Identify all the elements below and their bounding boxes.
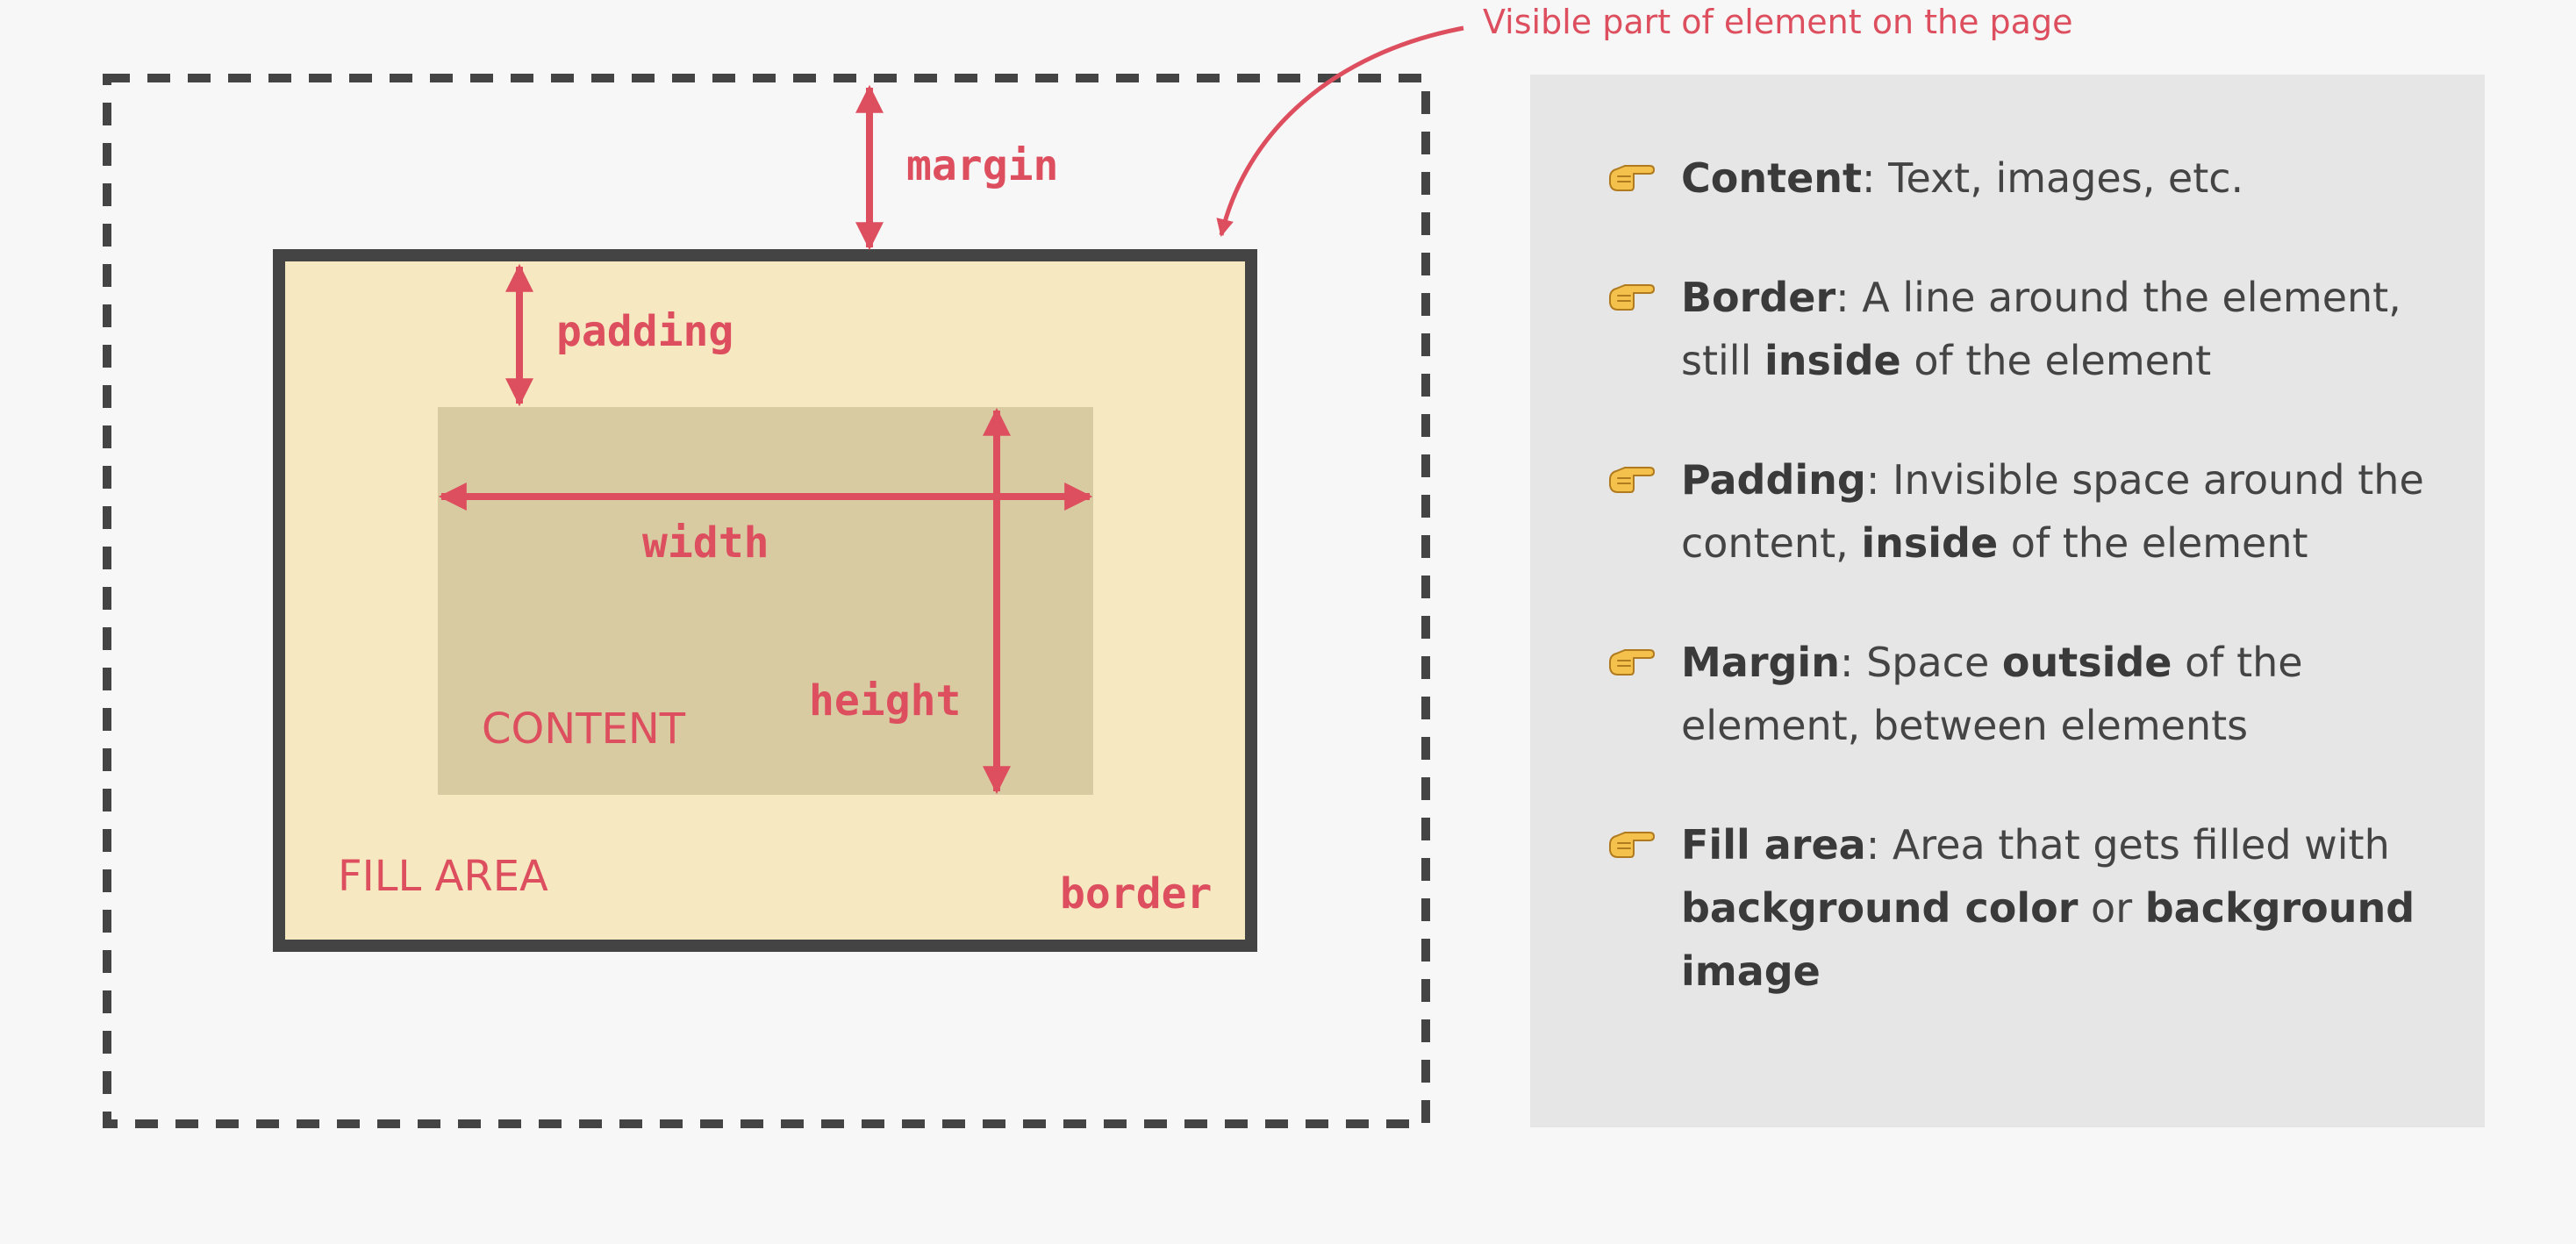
legend-description: of the element (1998, 519, 2308, 567)
callout-label: Visible part of element on the page (1483, 3, 2072, 41)
legend-item: Margin: Space outside of the element, be… (1607, 639, 2450, 757)
legend-text: Fill area: Area that gets filled with ba… (1681, 813, 2450, 1003)
legend-term: Padding (1681, 456, 1866, 504)
legend-item: Border: A line around the element, still… (1607, 274, 2450, 392)
legend-description: or (2078, 884, 2145, 932)
legend-term: outside (2001, 639, 2172, 686)
legend-text: Border: A line around the element, still… (1681, 266, 2450, 392)
legend-description: of the element, between elements (1681, 639, 2303, 749)
legend-term: background image (1681, 884, 2415, 995)
backhand-index-pointing-right-icon (1609, 284, 1655, 311)
legend-term: background color (1681, 884, 2079, 932)
backhand-index-pointing-right-icon (1609, 832, 1655, 858)
fill-area-label: FILL AREA (338, 852, 548, 901)
legend-item: Fill area: Area that gets filled with ba… (1607, 821, 2450, 1003)
legend-description: : Text, images, etc. (1862, 154, 2244, 202)
legend-term: Fill area (1681, 821, 1866, 869)
legend-description: : Area that gets filled with (1865, 821, 2390, 869)
legend-term: Margin (1681, 639, 1840, 686)
margin-label: margin (906, 141, 1058, 190)
legend-description: : A line around the element, still (1681, 274, 2401, 384)
legend-term: inside (1764, 337, 1901, 384)
legend-text: Margin: Space outside of the element, be… (1681, 631, 2450, 757)
legend-term: Content (1681, 154, 1863, 202)
legend-text: Content: Text, images, etc. (1681, 147, 2450, 210)
legend-description: : Space (1839, 639, 2002, 686)
backhand-index-pointing-right-icon (1609, 649, 1655, 676)
legend-panel: Content: Text, images, etc. Border: A lin… (1530, 75, 2485, 1127)
backhand-index-pointing-right-icon (1609, 165, 1655, 191)
legend-term: Border (1681, 274, 1836, 321)
height-label: height (809, 676, 961, 726)
margin-outline (103, 74, 1430, 1128)
callout-arrow (1216, 25, 1464, 237)
legend-item: Padding: Invisible space around the cont… (1607, 456, 2450, 575)
border-label: border (1060, 869, 1212, 919)
legend-description: : Invisible space around the content, (1681, 456, 2424, 567)
legend-term: inside (1861, 519, 1999, 567)
backhand-index-pointing-right-icon (1609, 467, 1655, 493)
legend-item: Content: Text, images, etc. (1607, 154, 2450, 210)
content-label: CONTENT (482, 704, 686, 754)
width-label: width (642, 518, 769, 568)
padding-label: padding (556, 307, 733, 356)
legend-text: Padding: Invisible space around the cont… (1681, 448, 2450, 575)
legend-description: of the element (1900, 337, 2212, 384)
